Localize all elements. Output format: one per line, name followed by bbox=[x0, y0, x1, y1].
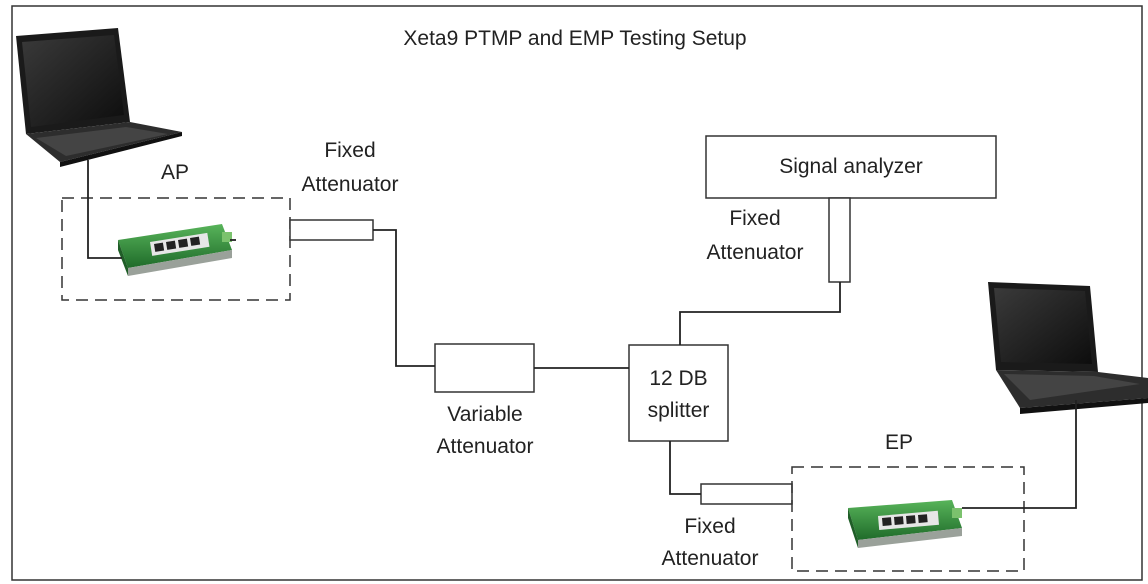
ap-group-box bbox=[61, 197, 291, 301]
ap-fixed-attenuator-label-line1: Fixed bbox=[324, 139, 376, 162]
variable-attenuator-label-line2: Attenuator bbox=[436, 435, 534, 458]
splitter-box bbox=[628, 344, 729, 442]
analyzer-fixed-attenuator-label-line2: Attenuator bbox=[706, 241, 804, 264]
splitter-to-ep-cable bbox=[669, 441, 701, 495]
left-laptop-cable bbox=[87, 160, 122, 259]
splitter-label-line1: 12 DB bbox=[649, 367, 708, 390]
outer-frame bbox=[11, 5, 1143, 581]
ep-device-icon bbox=[848, 500, 962, 548]
ep-group-box bbox=[791, 466, 1025, 572]
diagram-title: Xeta9 PTMP and EMP Testing Setup bbox=[403, 27, 747, 50]
right-laptop-icon bbox=[988, 282, 1148, 414]
ap-fixed-attenuator-label-line2: Attenuator bbox=[301, 173, 399, 196]
splitter-to-analyzer-cable bbox=[679, 282, 841, 345]
splitter-label-line2: splitter bbox=[647, 399, 710, 422]
variable-attenuator-label-line1: Variable bbox=[447, 403, 523, 426]
variable-attenuator-shape bbox=[434, 343, 535, 393]
ap-group-label: AP bbox=[160, 161, 189, 184]
ap-device-icon bbox=[118, 224, 232, 276]
ap-to-variable-cable bbox=[373, 229, 435, 367]
analyzer-fixed-attenuator-label-line1: Fixed bbox=[729, 207, 781, 230]
signal-analyzer-box bbox=[705, 135, 997, 199]
analyzer-fixed-attenuator-shape bbox=[828, 197, 851, 283]
connection-lines bbox=[87, 160, 1077, 509]
ep-group-label: EP bbox=[884, 431, 913, 454]
ep-to-right-laptop-cable bbox=[962, 400, 1077, 509]
signal-analyzer-label: Signal analyzer bbox=[779, 155, 923, 178]
left-laptop-icon bbox=[16, 28, 182, 167]
ep-fixed-attenuator-shape bbox=[700, 483, 793, 505]
ep-fixed-attenuator-label-line1: Fixed bbox=[684, 515, 736, 538]
ep-fixed-attenuator-label-line2: Attenuator bbox=[661, 547, 759, 570]
ap-fixed-attenuator-shape bbox=[289, 219, 374, 241]
